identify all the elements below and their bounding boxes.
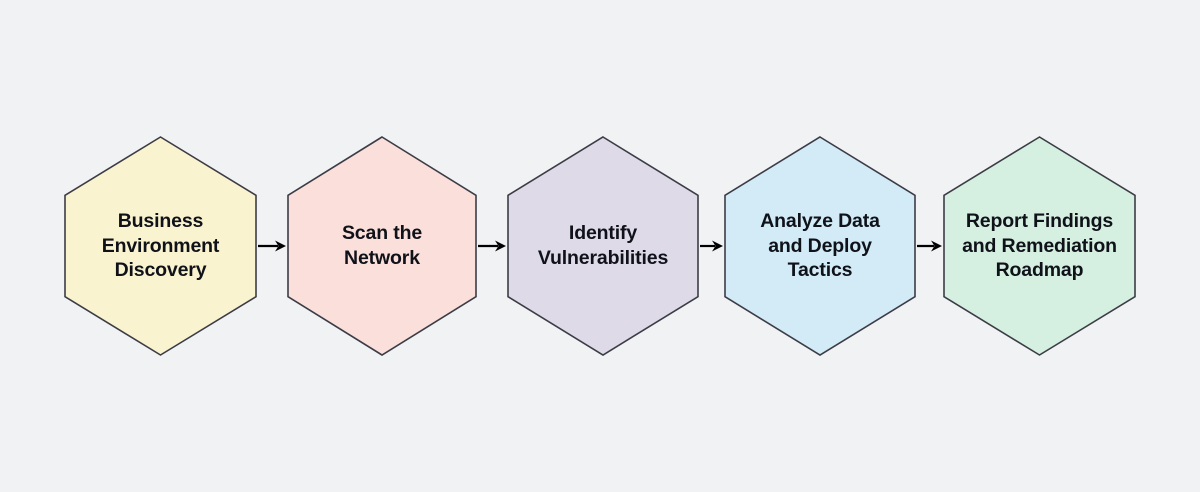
- hexagon-node-report-findings-and-remediation-roadmap[interactable]: [943, 136, 1136, 356]
- connector-layer: [258, 240, 942, 252]
- connector-arrow-3: [700, 240, 723, 252]
- connector-arrow-4: [917, 240, 942, 252]
- arrow-head-icon: [931, 240, 942, 252]
- connector-arrow-1: [258, 240, 286, 252]
- hexagon-node-scan-the-network[interactable]: [287, 136, 477, 356]
- hexagon-node-identify-vulnerabilities[interactable]: [507, 136, 699, 356]
- hexagon-node-business-environment-discovery[interactable]: [64, 136, 257, 356]
- arrow-head-icon: [712, 240, 723, 252]
- hexagon-layer: [64, 136, 1136, 356]
- hexagon-node-analyze-data-and-deploy-tactics[interactable]: [724, 136, 916, 356]
- arrow-head-icon: [495, 240, 506, 252]
- connector-arrow-2: [478, 240, 506, 252]
- arrow-head-icon: [275, 240, 286, 252]
